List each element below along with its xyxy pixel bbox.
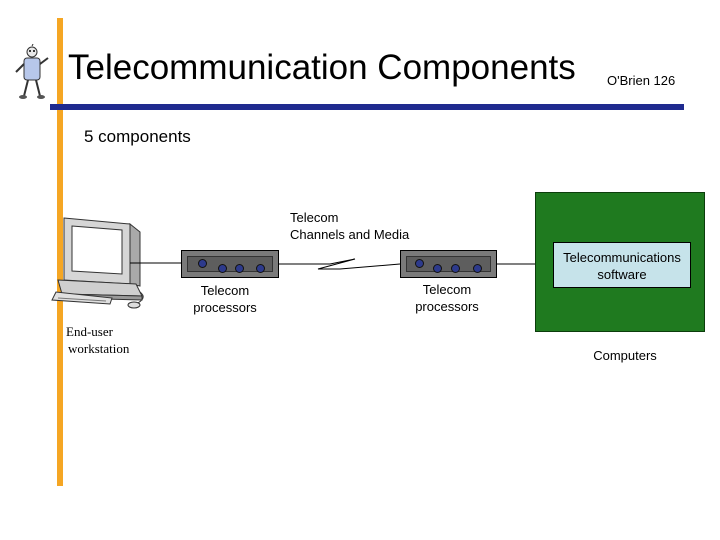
left-telecom-processor: [181, 250, 279, 278]
slide-reference: O'Brien 126: [607, 73, 676, 88]
processor-face: [406, 256, 491, 272]
robot-clipart-icon: [15, 44, 49, 99]
horizontal-accent-bar: [50, 104, 684, 110]
workstation-label: End-user workstation: [66, 323, 129, 357]
indicator-light-icon: [451, 264, 460, 273]
slide-title: Telecommunication Components: [68, 48, 576, 87]
computers-label: Computers: [593, 348, 657, 363]
right-telecom-processor: [400, 250, 497, 278]
vertical-accent-bar: [57, 18, 63, 486]
right-processor-label-line2: processors: [415, 299, 479, 314]
channels-label-line2: Channels and Media: [290, 227, 410, 242]
indicator-light-icon: [235, 264, 244, 273]
workstation-label-line1: End-user: [66, 324, 113, 339]
processor-face: [187, 256, 273, 272]
left-processor-label-line1: Telecom: [200, 283, 250, 298]
software-box: Telecommunications software: [553, 242, 691, 288]
indicator-light-icon: [218, 264, 227, 273]
indicator-light-icon: [256, 264, 265, 273]
right-processor-label-line1: Telecom: [422, 282, 472, 297]
indicator-light-icon: [198, 259, 207, 268]
workstation-computer-icon: [51, 217, 144, 309]
channels-label-line1: Telecom: [290, 210, 339, 225]
software-label-line1: Telecommunications: [563, 250, 681, 265]
right-processor-label: Telecom processors: [397, 281, 497, 315]
telecom-channel-line: [279, 258, 401, 270]
slide-subtitle: 5 components: [84, 127, 191, 146]
indicator-light-icon: [433, 264, 442, 273]
left-processor-label-line2: processors: [193, 300, 257, 315]
workstation-label-line2: workstation: [68, 341, 130, 356]
channels-label: Telecom Channels and Media: [290, 209, 409, 243]
software-label-line2: software: [597, 267, 647, 282]
indicator-light-icon: [473, 264, 482, 273]
indicator-light-icon: [415, 259, 424, 268]
left-processor-label: Telecom processors: [175, 282, 275, 316]
